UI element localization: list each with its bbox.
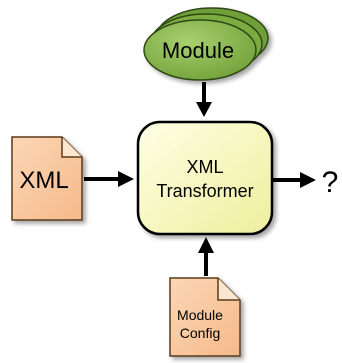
transformer-label-line2: Transformer [156, 181, 253, 201]
arrow-transformer-to-output [272, 172, 316, 188]
module-config-label-line1: Module [177, 307, 223, 323]
module-label: Module [162, 38, 234, 63]
arrow-xml-to-transformer [84, 171, 134, 187]
module-stack [143, 7, 269, 81]
module-disc-front [143, 19, 257, 81]
module-config-label-line2: Config [180, 325, 220, 341]
transformer-box [136, 120, 274, 236]
output-question-mark: ? [322, 166, 339, 199]
module-config-document [169, 277, 241, 357]
xml-document-label: XML [19, 167, 68, 194]
xml-document [11, 136, 83, 221]
arrow-config-to-transformer [198, 237, 214, 276]
transformer-label-line1: XML [186, 157, 223, 177]
arrow-module-to-transformer [196, 82, 212, 117]
